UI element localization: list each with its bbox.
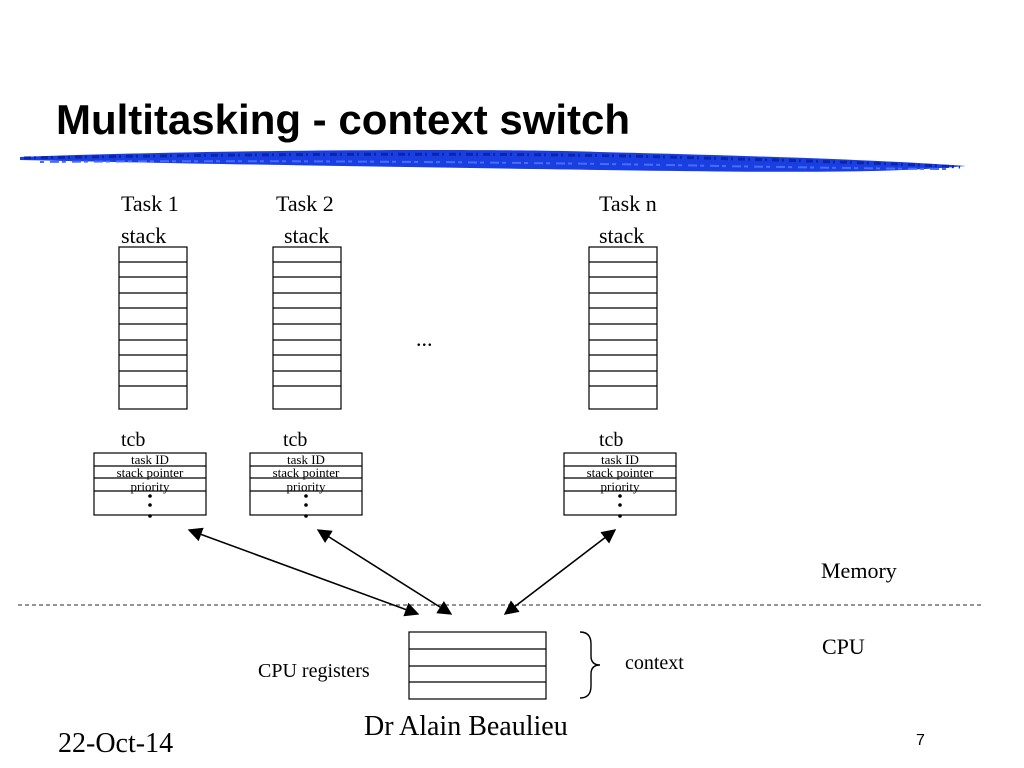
task-n-stack	[588, 246, 658, 410]
tcb-continuation-dot	[304, 494, 308, 498]
cpu-registers-label: CPU registers	[258, 660, 370, 682]
context-label: context	[625, 652, 684, 674]
page-number: 7	[916, 732, 925, 749]
tcb-field-task-id: task ID	[287, 452, 325, 467]
task-n-tcb	[563, 452, 677, 518]
task-1-stack	[118, 246, 188, 410]
tcb-continuation-dot	[304, 514, 308, 518]
stack-frame	[118, 246, 188, 410]
tcb-continuation-dot	[618, 494, 622, 498]
tcb-continuation-dot	[148, 503, 152, 507]
stack-frame	[272, 246, 342, 410]
task-2-tcb	[249, 452, 363, 518]
task-1-tcb	[93, 452, 207, 518]
tcb-field-priority: priority	[130, 479, 170, 494]
tcb-continuation-dot	[148, 514, 152, 518]
arrow-task-n-tcb-to-cpu	[503, 529, 617, 615]
tcb-field-stack-pointer: stack pointer	[272, 465, 340, 480]
tcb-field-priority: priority	[600, 479, 640, 494]
task-2-stack-label: stack	[284, 223, 330, 248]
tcb-continuation-dot	[148, 494, 152, 498]
tcb-field-priority: priority	[286, 479, 326, 494]
task-2-tcb-label: tcb	[283, 429, 308, 451]
task-1-tcb-label: tcb	[121, 429, 146, 451]
footer-author: Dr Alain Beaulieu	[364, 711, 568, 742]
footer-date: 22-Oct-14	[58, 728, 174, 759]
task-1-name: Task 1	[121, 191, 179, 216]
task-n-name: Task n	[599, 191, 657, 216]
task-2-stack	[272, 246, 342, 410]
cpu-registers-box	[408, 631, 547, 700]
tcb-field-stack-pointer: stack pointer	[116, 465, 184, 480]
tcb-continuation-dot	[304, 503, 308, 507]
stack-frame	[588, 246, 658, 410]
tcb-field-task-id: task ID	[131, 452, 169, 467]
task-2-name: Task 2	[276, 191, 334, 216]
more-tasks-ellipsis: ...	[416, 326, 433, 351]
title-underline	[20, 149, 966, 172]
tcb-continuation-dot	[618, 503, 622, 507]
task-n-stack-label: stack	[599, 223, 645, 248]
task-1-stack-label: stack	[121, 223, 167, 248]
tcb-continuation-dot	[618, 514, 622, 518]
memory-region-label: Memory	[821, 558, 897, 583]
slide-title: Multitasking - context switch	[56, 96, 631, 143]
arrow-task-2-tcb-to-cpu	[316, 529, 453, 615]
cpu-region-label: CPU	[822, 634, 865, 659]
task-n-tcb-label: tcb	[599, 429, 624, 451]
context-brace	[579, 631, 601, 699]
tcb-field-task-id: task ID	[601, 452, 639, 467]
tcb-field-stack-pointer: stack pointer	[586, 465, 654, 480]
